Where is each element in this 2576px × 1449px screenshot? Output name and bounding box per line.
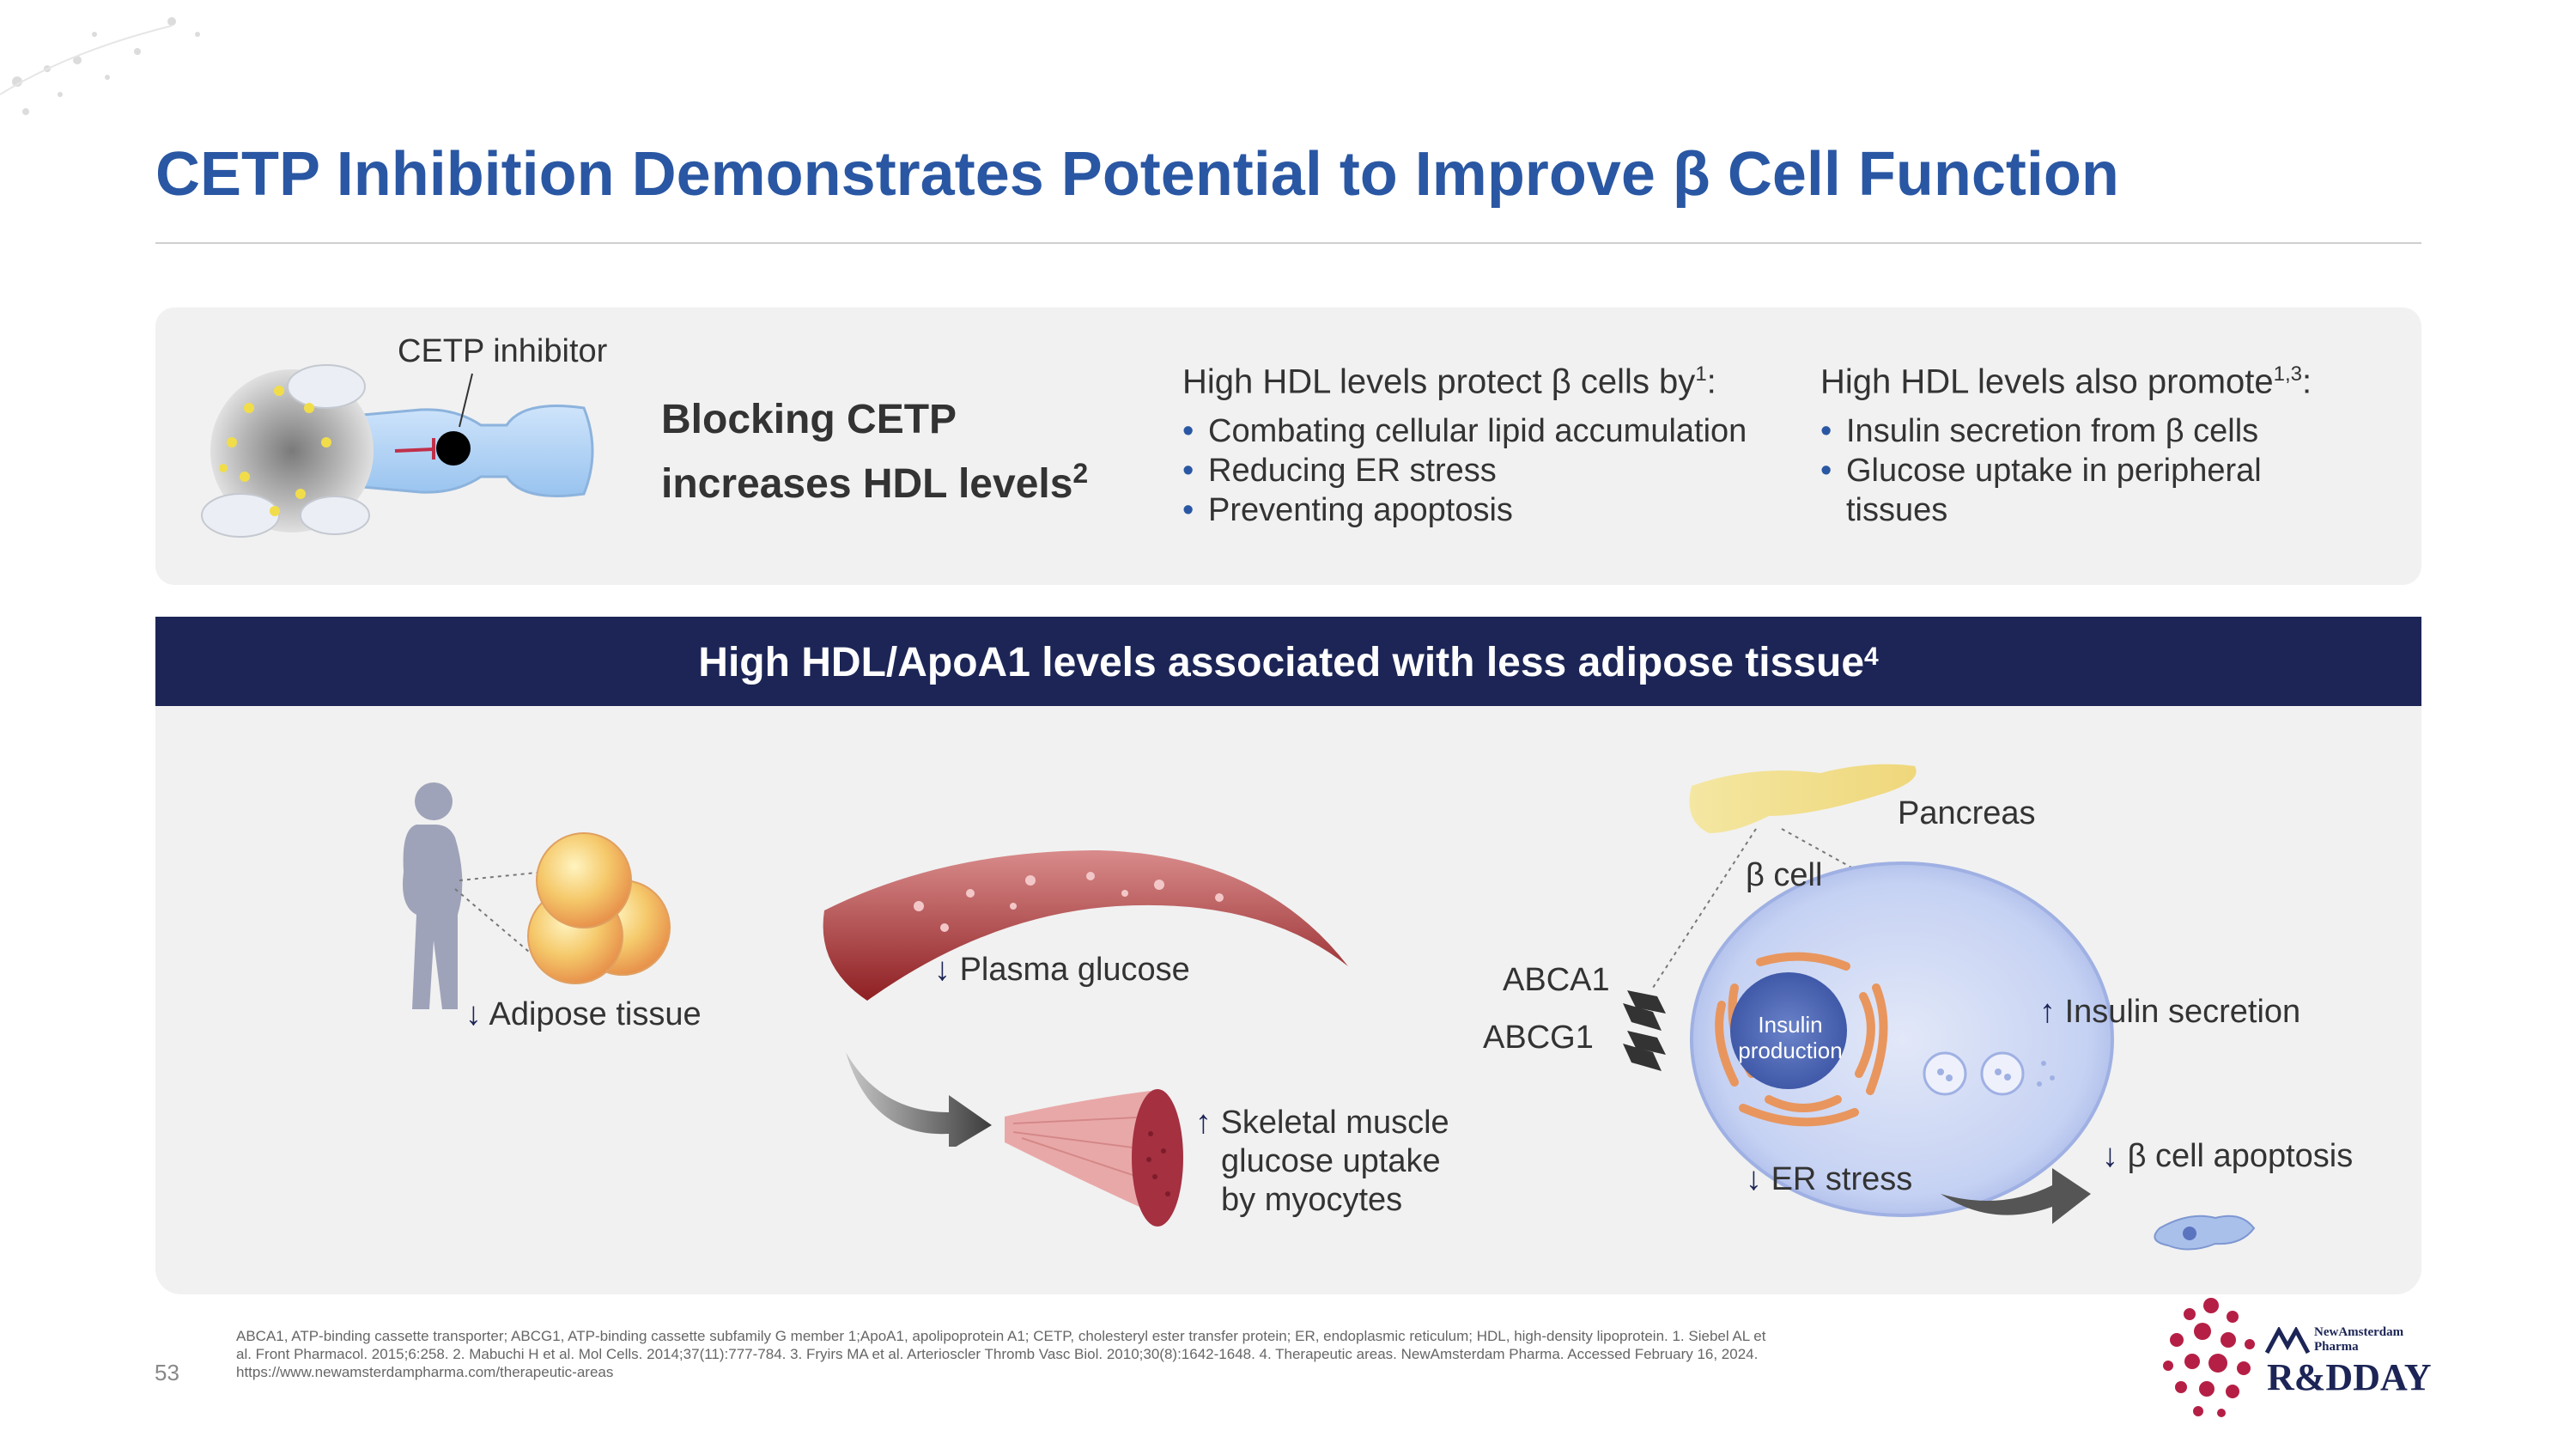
page-number: 53 — [155, 1360, 179, 1385]
list-item: Reducing ER stress — [1182, 451, 1747, 490]
muscle-line-3: by myocytes — [1221, 1182, 1403, 1218]
promote-column: High HDL levels also promote1,3: Insulin… — [1820, 362, 2312, 530]
banner-text: High HDL/ApoA1 levels associated with le… — [698, 639, 1865, 685]
down-arrow-icon: ↓ — [934, 952, 951, 988]
citation: 1 — [1695, 362, 1707, 386]
skeletal-muscle-label: ↑ Skeletal muscle glucose uptake by myoc… — [1195, 1104, 1449, 1220]
blocking-line-1: Blocking CETP — [661, 397, 957, 442]
list-item: Preventing apoptosis — [1182, 490, 1747, 530]
down-arrow-icon: ↓ — [2102, 1138, 2118, 1174]
curved-arrow-icon — [846, 1052, 992, 1147]
citation: 2 — [1072, 458, 1089, 489]
list-item: Insulin secretion from β cells — [1820, 411, 2312, 451]
blood-vessel-illustration — [823, 850, 1348, 1001]
protect-column: High HDL levels protect β cells by1: Com… — [1182, 362, 1747, 530]
page-title: CETP Inhibition Demonstrates Potential t… — [155, 140, 2119, 209]
list-item: Glucose uptake in peripheral — [1820, 451, 2312, 490]
decorative-dots — [0, 17, 200, 115]
citation: 1,3 — [2273, 362, 2303, 386]
cetp-inhibitor-illustration — [201, 364, 594, 538]
blocking-line-2: increases HDL levels2 — [661, 458, 1089, 507]
list-item: tissues — [1846, 492, 1948, 529]
plasma-glucose-label: ↓ Plasma glucose — [934, 952, 1190, 988]
er-stress-label: ↓ ER stress — [1746, 1161, 1913, 1197]
protect-list: Combating cellular lipid accumulation Re… — [1182, 411, 1747, 530]
cetp-inhibitor-label: CETP inhibitor — [398, 333, 608, 369]
title-divider — [155, 242, 2421, 244]
muscle-line-1: ↑ Skeletal muscle — [1195, 1105, 1449, 1141]
protect-heading: High HDL levels protect β cells by1: — [1182, 362, 1716, 401]
down-arrow-icon: ↓ — [465, 996, 482, 1032]
pancreas-label: Pancreas — [1898, 795, 2036, 831]
list-item: Combating cellular lipid accumulation — [1182, 411, 1747, 451]
abcg1-label: ABCG1 — [1483, 1020, 1594, 1056]
beta-cell-apoptosis-label: ↓ β cell apoptosis — [2102, 1138, 2354, 1174]
abca1-label: ABCA1 — [1503, 962, 1610, 998]
down-arrow-icon: ↓ — [1746, 1161, 1762, 1197]
muscle-line-2: glucose uptake — [1221, 1143, 1441, 1179]
adipose-tissue-label: ↓ Adipose tissue — [465, 996, 702, 1032]
insulin-secretion-label: ↑ Insulin secretion — [2039, 994, 2301, 1030]
blocking-cetp-text: Blocking CETP increases HDL levels2 — [661, 393, 1088, 511]
beta-cell-illustration — [1623, 764, 2256, 1251]
promote-heading: High HDL levels also promote1,3: — [1820, 362, 2312, 401]
beta-cell-label: β cell — [1746, 857, 1823, 893]
up-arrow-icon: ↑ — [1195, 1105, 1212, 1141]
skeletal-muscle-illustration — [1005, 1089, 1183, 1227]
promote-list: Insulin secretion from β cells Glucose u… — [1820, 411, 2312, 530]
logo-event-name: R&DDAY — [2267, 1356, 2432, 1398]
up-arrow-icon: ↑ — [2039, 994, 2056, 1030]
insulin-production-label: Insulin production — [1738, 1012, 1843, 1063]
person-silhouette-illustration — [403, 782, 671, 1009]
logo-company-name: NewAmsterdam Pharma — [2314, 1325, 2404, 1354]
section-banner: High HDL/ApoA1 levels associated with le… — [155, 617, 2421, 708]
footnote: ABCA1, ATP-binding cassette transporter;… — [236, 1328, 1766, 1380]
company-logo-icon — [2163, 1298, 2255, 1417]
citation: 4 — [1864, 642, 1879, 671]
newamsterdam-mark-icon — [2265, 1327, 2310, 1355]
